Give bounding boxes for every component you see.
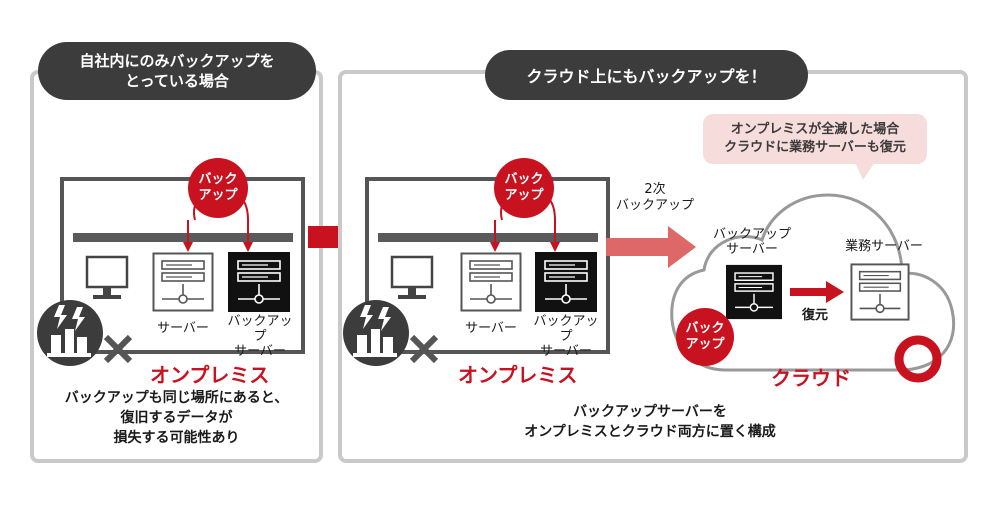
right-network-bar — [378, 233, 598, 242]
right-description: バックアップサーバーを オンプレミスとクラウド両方に置く構成 — [524, 404, 776, 440]
left-network-bar — [73, 233, 293, 242]
cloud-backup-server-label: バックアップ サーバー — [712, 227, 791, 257]
business-server-label: 業務サーバー — [845, 239, 923, 254]
disaster-icon — [37, 300, 103, 366]
left-backup-server-label: バックアップ サーバー — [227, 314, 293, 359]
secondary-backup-label: 2次 バックアップ — [615, 182, 694, 213]
cloud-backup-circle: バック アップ — [676, 308, 734, 366]
right-header: クラウド上にもバックアップを！ — [485, 50, 808, 100]
left-header: 自社内にのみバックアップを とっている場合 — [38, 42, 316, 100]
cloud-title: クラウド — [771, 366, 851, 390]
disaster-icon — [343, 300, 409, 366]
right-backup-circle: バック アップ — [494, 158, 554, 218]
cross-icon — [409, 334, 439, 364]
secondary-backup-arrow — [606, 226, 696, 268]
left-description: バックアップも同じ場所にあると、 復旧するデータが 損失する可能性あり — [64, 390, 289, 446]
restore-bubble: オンプレミスが全滅した場合 クラウドに業務サーバーも復元 — [703, 114, 927, 164]
restore-arrow — [790, 281, 844, 303]
left-site-title: オンプレミス — [150, 363, 270, 387]
right-site-title: オンプレミス — [458, 363, 578, 387]
restore-label: 復元 — [801, 308, 828, 323]
cloud-icon — [670, 193, 955, 372]
left-backup-circle: バック アップ — [188, 158, 248, 218]
monitor-icon — [85, 255, 129, 299]
circle-ok-icon — [894, 335, 942, 383]
backup-server-icon — [228, 252, 290, 312]
backup-server-icon — [535, 252, 597, 312]
server-icon — [152, 252, 214, 312]
right-server-label: サーバー — [465, 321, 517, 336]
monitor-icon — [390, 255, 434, 299]
right-backup-server-label: バックアップ サーバー — [533, 314, 599, 359]
server-icon — [460, 252, 522, 312]
left-server-label: サーバー — [157, 321, 209, 336]
bubble-tail — [855, 162, 875, 180]
backup-server-icon — [726, 264, 782, 320]
cross-icon — [103, 334, 133, 364]
server-icon — [850, 263, 910, 321]
